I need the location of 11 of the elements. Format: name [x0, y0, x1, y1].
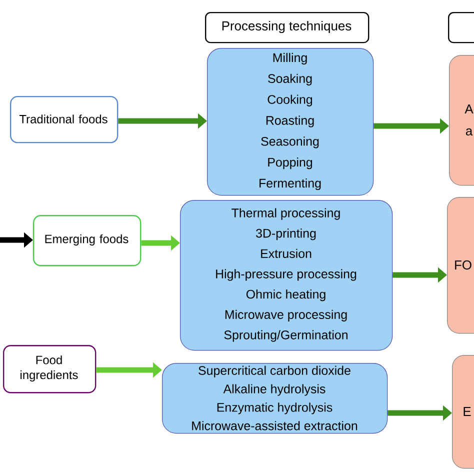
outcome-box: A a [449, 55, 474, 186]
food-category-box: Traditional foods [10, 96, 118, 144]
food-category-box: Emerging foods [33, 215, 142, 266]
header-box [448, 12, 474, 44]
header-box: Processing techniques [205, 12, 370, 44]
outcome-box: FO [447, 197, 474, 334]
technique-box: Supercritical carbon dioxide Alkaline hydrolysis Enzymatic hydrolysis Microwave-assisted extraction [162, 363, 388, 434]
food-category-box: Food ingredients [3, 345, 96, 394]
technique-box: Thermal processing 3D-printing Extrusion High-pressure processing Ohmic heating Microwave processing Sprouting/Germination [180, 200, 393, 351]
outcome-box: E [452, 355, 474, 469]
technique-box: Milling Soaking Cooking Roasting Seasoning Popping Fermenting [207, 48, 374, 196]
